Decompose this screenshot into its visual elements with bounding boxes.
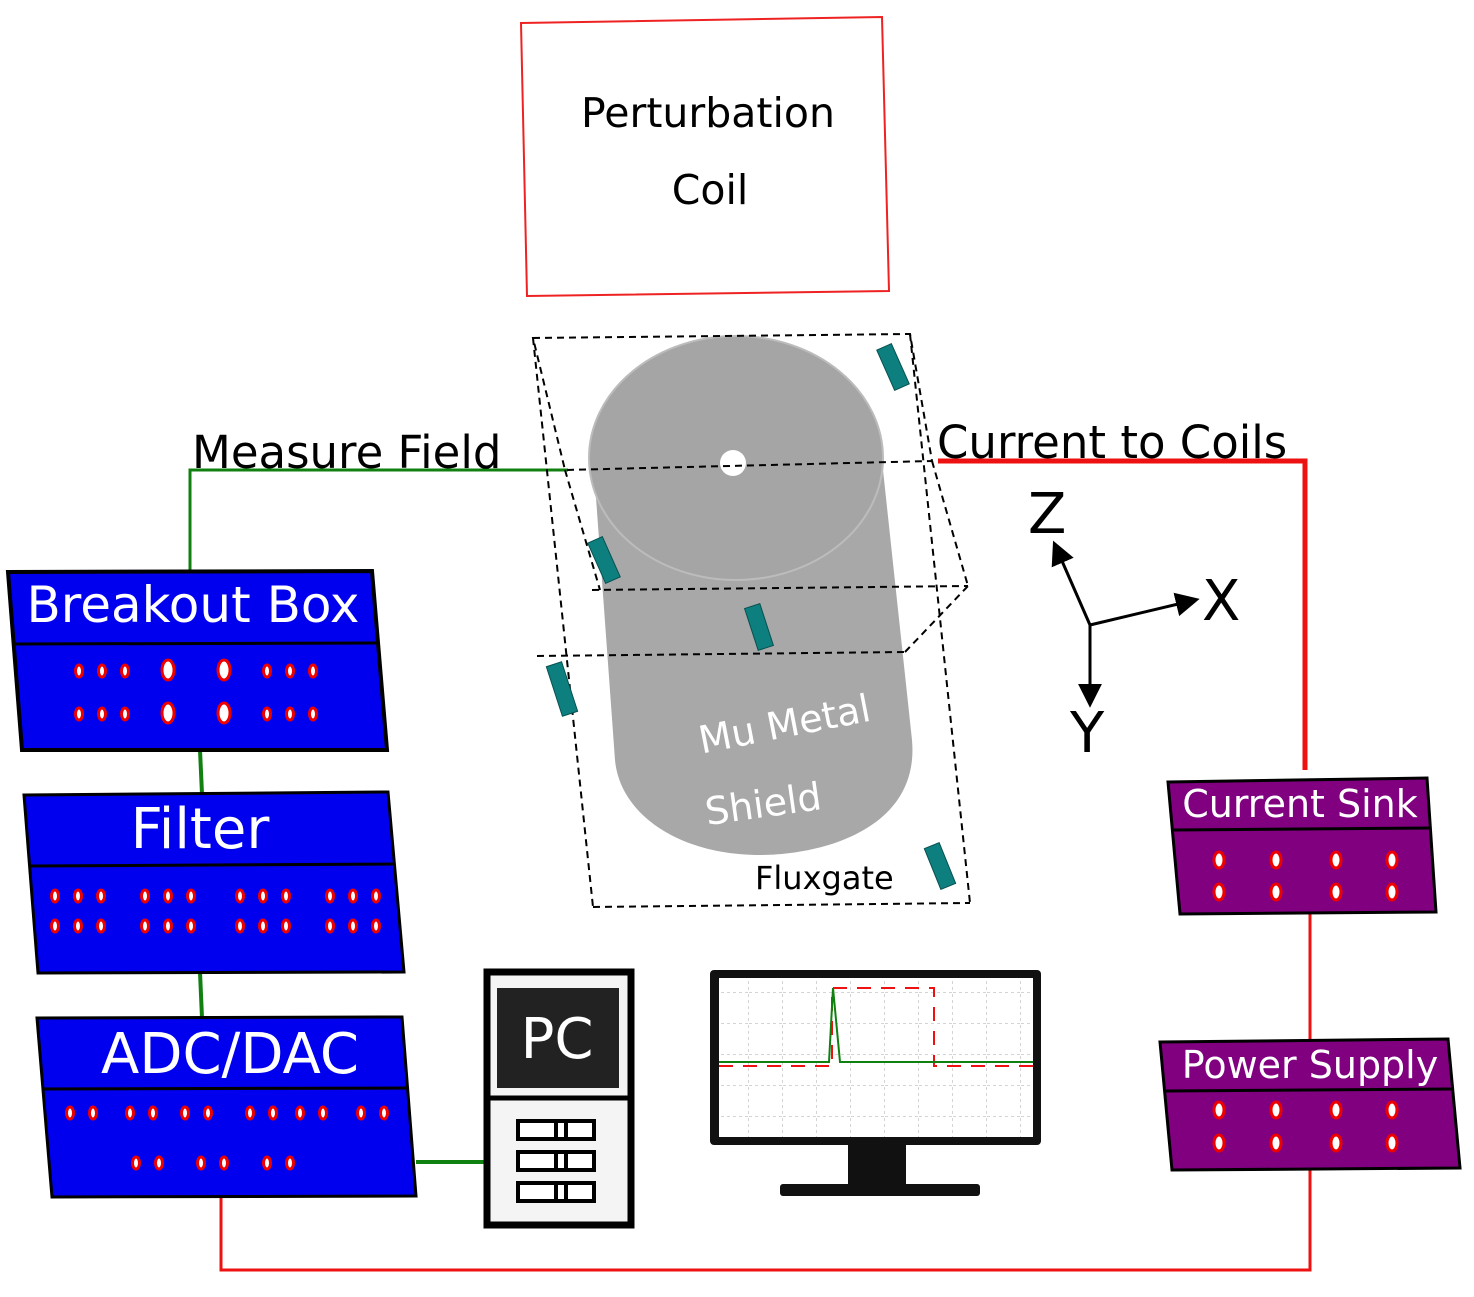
coil-frame-mid2 <box>536 651 906 657</box>
fluxgate-label: Fluxgate <box>755 859 894 897</box>
adc-dac-panel <box>35 1015 418 1199</box>
power-supply: Power Supply <box>1158 1037 1462 1172</box>
current-to-coils-label: Current to Coils <box>937 416 1287 469</box>
shield-hole <box>720 450 746 476</box>
breakout-box-ports <box>74 658 318 725</box>
monitor-trace-red <box>719 987 1033 1067</box>
supply-adc-wire <box>219 1170 1312 1272</box>
axis-x-label: X <box>1202 569 1240 634</box>
breakout-box-label: Breakout Box <box>26 576 359 634</box>
breakout-box: Breakout Box <box>5 568 390 752</box>
measure-field-wire <box>188 468 568 570</box>
current-sink-panel <box>1166 776 1438 916</box>
adc-dac: ADC/DAC <box>35 1015 418 1199</box>
power-supply-ports <box>1212 1100 1399 1153</box>
x-axis-arrow <box>1089 592 1200 627</box>
fluxgate-sensor <box>876 342 910 392</box>
coil-frame-mid-edge <box>904 585 969 653</box>
fluxgate-sensor <box>743 602 775 652</box>
power-supply-label: Power Supply <box>1182 1043 1438 1087</box>
current-sink-label: Current Sink <box>1182 782 1418 826</box>
adc-dac-divider <box>41 1086 409 1091</box>
coil-frame <box>531 332 971 908</box>
fluxgate-sensors <box>545 342 957 891</box>
monitor-stand-neck <box>848 1140 906 1188</box>
fluxgate-sensor <box>923 841 957 891</box>
axis-z-label: Z <box>1028 482 1066 547</box>
adc-dac-label: ADC/DAC <box>101 1022 359 1087</box>
monitor-icon <box>710 970 1041 1196</box>
power-supply-divider <box>1165 1087 1453 1093</box>
perturbation-coil: Perturbation Coil <box>519 15 891 298</box>
perturbation-coil-label-line2: Coil <box>672 166 749 214</box>
breakout-box-panel <box>5 568 390 752</box>
power-supply-panel <box>1158 1037 1462 1172</box>
filter-divider <box>29 862 395 868</box>
perturbation-coil-box <box>519 15 891 298</box>
current-sink-ports <box>1212 850 1399 902</box>
fluxgate-sensor <box>545 661 579 717</box>
z-axis-arrow <box>1051 540 1092 626</box>
filter: Filter <box>22 790 406 975</box>
coil-frame-left <box>532 337 594 908</box>
monitor-trace-green <box>719 987 1033 1063</box>
perturbation-coil-label-line1: Perturbation <box>581 89 835 137</box>
pc-tower-icon: PC <box>483 968 635 1229</box>
pc-top-panel <box>497 988 619 1088</box>
pc-label: PC <box>521 1007 594 1072</box>
coil-frame-right-back <box>931 460 969 587</box>
filter-label: Filter <box>131 797 271 862</box>
current-to-coils-wire <box>938 458 1308 770</box>
axis-y-label: Y <box>1069 701 1105 766</box>
coil-frame-mid1 <box>591 585 969 591</box>
pc-drive-bays <box>516 1119 596 1203</box>
monitor-stand-base <box>780 1184 980 1196</box>
monitor-screen-grid <box>719 978 1033 1137</box>
mu-metal-shield: Mu Metal Shield <box>588 335 913 855</box>
measure-field-label: Measure Field <box>192 426 501 479</box>
adc-dac-ports <box>65 1105 389 1171</box>
axes <box>1051 540 1200 708</box>
breakout-box-divider <box>13 641 379 646</box>
fluxgate-sensor <box>587 535 621 585</box>
filter-adc-wire <box>198 971 204 1019</box>
breakout-filter-wire <box>198 749 204 795</box>
current-sink-divider <box>1172 826 1431 832</box>
coil-frame-bottom <box>592 902 971 908</box>
wires <box>188 458 1312 1272</box>
coil-frame-left-back <box>564 469 601 591</box>
current-sink: Current Sink <box>1166 776 1438 916</box>
filter-panel <box>22 790 406 975</box>
filter-ports <box>50 888 381 934</box>
